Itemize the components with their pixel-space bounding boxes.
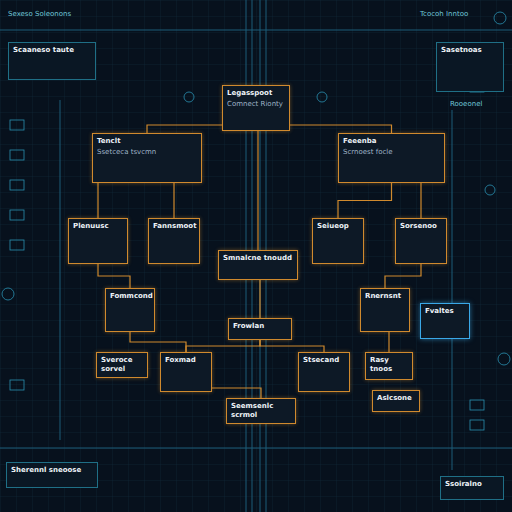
box-heading: Rasy tnoos xyxy=(370,356,408,374)
connector xyxy=(290,125,392,133)
box-heading: Legasspoot xyxy=(227,89,285,98)
box-heading: Sherennl sneoose xyxy=(11,466,93,475)
process-box: Sorsenoo xyxy=(395,218,447,264)
process-box: Aslcsone xyxy=(372,390,420,412)
connector xyxy=(385,264,421,288)
connector xyxy=(186,340,260,352)
connector xyxy=(260,340,324,352)
connector-line xyxy=(420,183,421,218)
info-panel: Scaaneso taute xyxy=(8,42,96,80)
connector-line xyxy=(173,183,174,218)
process-box: Foxmad xyxy=(160,352,212,392)
connector-line xyxy=(290,125,392,133)
process-box: Fvaltes xyxy=(420,303,470,339)
process-box: FeeenbaScrnoest focle xyxy=(338,133,445,183)
connector-line xyxy=(97,183,98,218)
box-heading: Seiueop xyxy=(317,222,359,231)
box-heading: Seemsenlc scrmol xyxy=(231,402,291,420)
header-label: Tcocoh Inntoo xyxy=(420,10,468,18)
process-box: Rasy tnoos xyxy=(365,352,413,380)
box-heading: Smnalcne tnoudd xyxy=(223,254,293,263)
box-body: Ssetceca tsvcmn xyxy=(97,148,197,157)
header-label: Rooeonel xyxy=(450,100,482,108)
box-heading: Rnernsnt xyxy=(365,292,405,301)
connector-line xyxy=(259,280,260,318)
connector-line xyxy=(257,131,258,250)
box-heading: Frowlan xyxy=(233,322,287,331)
connector xyxy=(147,125,222,133)
connector xyxy=(98,183,99,218)
info-panel: Sherennl sneoose xyxy=(6,462,98,488)
box-heading: Feeenba xyxy=(343,137,440,146)
box-heading: Aslcsone xyxy=(377,394,415,403)
box-body: Scrnoest focle xyxy=(343,148,440,157)
process-box: Fannsmoot xyxy=(148,218,200,264)
process-box: Seemsenlc scrmol xyxy=(226,398,296,424)
box-heading: Fannsmoot xyxy=(153,222,195,231)
connector xyxy=(212,388,261,398)
box-heading: Tenclt xyxy=(97,137,197,146)
process-box: TencltSsetceca tsvcmn xyxy=(92,133,202,183)
box-heading: Fommcond xyxy=(110,292,150,301)
connector xyxy=(174,183,175,218)
connector-line xyxy=(147,125,222,133)
connector-line xyxy=(385,264,421,288)
connector-line xyxy=(130,332,186,352)
process-box: Rnernsnt xyxy=(360,288,410,332)
process-box: Plenuusc xyxy=(68,218,128,264)
side-icons xyxy=(2,12,510,430)
connector-line xyxy=(388,332,389,352)
box-heading: Scaaneso taute xyxy=(13,46,91,55)
connector xyxy=(338,183,392,218)
connector-line xyxy=(338,183,392,218)
connector-line xyxy=(98,264,130,288)
process-box: Fommcond xyxy=(105,288,155,332)
header-label: Sexeso Soleonons xyxy=(8,10,71,18)
connector xyxy=(130,332,186,352)
process-box: Frowlan xyxy=(228,318,292,340)
process-box: Sveroce sorvel xyxy=(96,352,148,378)
box-heading: Ssoiralno xyxy=(445,480,499,489)
connector xyxy=(98,264,130,288)
connector xyxy=(389,332,390,352)
process-box: Stsecand xyxy=(298,352,350,392)
box-heading: Plenuusc xyxy=(73,222,123,231)
box-heading: Sasetnoas xyxy=(441,46,499,55)
box-heading: Foxmad xyxy=(165,356,207,365)
process-box: Smnalcne tnoudd xyxy=(218,250,298,280)
connector xyxy=(260,280,261,318)
info-panel: Ssoiralno xyxy=(440,476,504,500)
connector xyxy=(258,131,259,250)
connector xyxy=(421,183,422,218)
box-heading: Fvaltes xyxy=(425,307,465,316)
box-heading: Sorsenoo xyxy=(400,222,442,231)
connector-line xyxy=(186,340,260,352)
box-body: Comnect Rionty xyxy=(227,100,285,109)
connector-line xyxy=(212,388,261,398)
info-panel: Sasetnoas xyxy=(436,42,504,92)
process-box: Seiueop xyxy=(312,218,364,264)
connector-line xyxy=(260,340,324,352)
process-box: LegasspootComnect Rionty xyxy=(222,85,290,131)
box-heading: Sveroce sorvel xyxy=(101,356,143,374)
box-heading: Stsecand xyxy=(303,356,345,365)
